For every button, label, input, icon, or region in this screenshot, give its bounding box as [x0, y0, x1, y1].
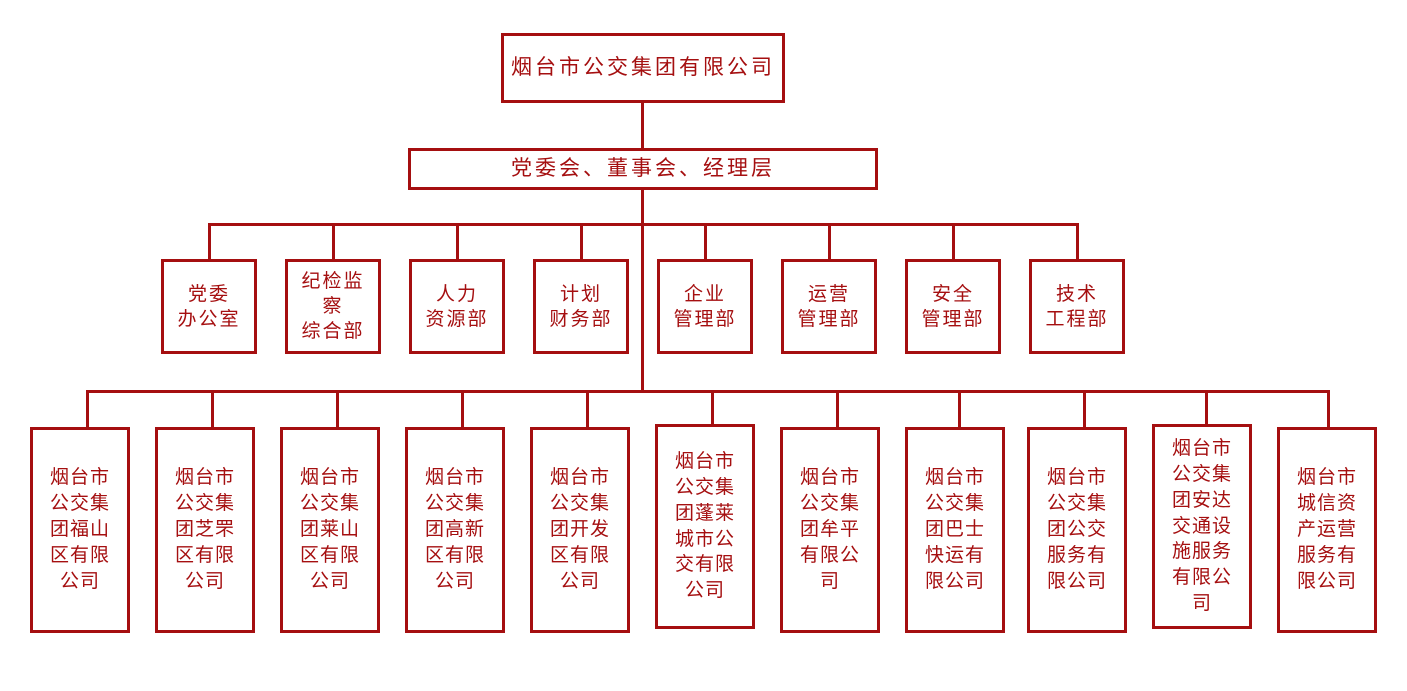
- subsidiary-label: 烟台市公交集团高新区有限公司: [424, 466, 485, 592]
- department-bus: [208, 223, 1078, 226]
- connector-subsidiary-drop: [461, 390, 464, 427]
- dept-box-technology-eng: 技术工程部: [1029, 259, 1125, 354]
- dept-box-planning-finance: 计划财务部: [533, 259, 629, 354]
- dept-label: 技术工程部: [1045, 282, 1109, 330]
- dept-label: 纪检监察综合部: [301, 270, 365, 342]
- dept-label: 企业管理部: [673, 282, 737, 330]
- dept-box-operations-mgmt: 运营管理部: [781, 259, 877, 354]
- connector-root-to-governance: [641, 103, 644, 148]
- subsidiary-label: 烟台市公交集团福山区有限公司: [49, 466, 110, 592]
- org-governance-box: 党委会、董事会、经理层: [408, 148, 878, 190]
- connector-governance-trunk: [641, 190, 644, 392]
- connector-dept-drop: [704, 223, 707, 259]
- subsidiary-box-laishan: 烟台市公交集团莱山区有限公司: [280, 427, 380, 633]
- subsidiary-box-kaifaqu: 烟台市公交集团开发区有限公司: [530, 427, 630, 633]
- connector-subsidiary-drop: [211, 390, 214, 427]
- subsidiary-box-muping: 烟台市公交集团牟平有限公司: [780, 427, 880, 633]
- subsidiary-label: 烟台市城信资产运营服务有限公司: [1296, 466, 1357, 592]
- dept-label: 人力资源部: [425, 282, 489, 330]
- dept-label: 计划财务部: [549, 282, 613, 330]
- connector-dept-drop: [580, 223, 583, 259]
- connector-dept-drop: [828, 223, 831, 259]
- subsidiary-label: 烟台市公交集团蓬莱城市公交有限公司: [674, 450, 735, 602]
- org-governance-label: 党委会、董事会、经理层: [511, 156, 775, 181]
- connector-subsidiary-drop: [1083, 390, 1086, 427]
- dept-box-safety-mgmt: 安全管理部: [905, 259, 1001, 354]
- subsidiary-label: 烟台市公交集团芝罘区有限公司: [174, 466, 235, 592]
- dept-label: 运营管理部: [797, 282, 861, 330]
- connector-subsidiary-drop: [958, 390, 961, 427]
- subsidiary-label: 烟台市公交集团开发区有限公司: [549, 466, 610, 592]
- subsidiary-label: 烟台市公交集团巴士快运有限公司: [924, 466, 985, 592]
- connector-dept-drop: [208, 223, 211, 259]
- subsidiary-box-fushan: 烟台市公交集团福山区有限公司: [30, 427, 130, 633]
- connector-subsidiary-drop: [1327, 390, 1330, 427]
- subsidiary-box-anda: 烟台市公交集团安达交通设施服务有限公司: [1152, 424, 1252, 629]
- subsidiary-box-gaoxin: 烟台市公交集团高新区有限公司: [405, 427, 505, 633]
- connector-subsidiary-drop: [586, 390, 589, 427]
- subsidiary-box-penglai: 烟台市公交集团蓬莱城市公交有限公司: [655, 424, 755, 629]
- subsidiary-box-chengxin: 烟台市城信资产运营服务有限公司: [1277, 427, 1377, 633]
- subsidiary-bus: [86, 390, 1330, 393]
- connector-dept-drop: [952, 223, 955, 259]
- subsidiary-label: 烟台市公交集团牟平有限公司: [799, 466, 860, 592]
- subsidiary-box-bus-service: 烟台市公交集团公交服务有限公司: [1027, 427, 1127, 633]
- dept-box-enterprise-mgmt: 企业管理部: [657, 259, 753, 354]
- connector-subsidiary-drop: [1205, 390, 1208, 424]
- org-root-label: 烟台市公交集团有限公司: [511, 55, 775, 80]
- org-root-box: 烟台市公交集团有限公司: [501, 33, 785, 103]
- dept-label: 党委办公室: [177, 282, 241, 330]
- dept-box-human-resources: 人力资源部: [409, 259, 505, 354]
- connector-dept-drop: [456, 223, 459, 259]
- subsidiary-box-bus-express: 烟台市公交集团巴士快运有限公司: [905, 427, 1005, 633]
- connector-subsidiary-drop: [86, 390, 89, 427]
- subsidiary-label: 烟台市公交集团莱山区有限公司: [299, 466, 360, 592]
- dept-label: 安全管理部: [921, 282, 985, 330]
- dept-box-party-office: 党委办公室: [161, 259, 257, 354]
- subsidiary-box-zhifu: 烟台市公交集团芝罘区有限公司: [155, 427, 255, 633]
- connector-subsidiary-drop: [836, 390, 839, 427]
- connector-subsidiary-drop: [336, 390, 339, 427]
- subsidiary-label: 烟台市公交集团公交服务有限公司: [1046, 466, 1107, 592]
- connector-dept-drop: [1076, 223, 1079, 259]
- subsidiary-label: 烟台市公交集团安达交通设施服务有限公司: [1171, 437, 1232, 615]
- dept-box-discipline: 纪检监察综合部: [285, 259, 381, 354]
- connector-subsidiary-drop: [711, 390, 714, 424]
- connector-dept-drop: [332, 223, 335, 259]
